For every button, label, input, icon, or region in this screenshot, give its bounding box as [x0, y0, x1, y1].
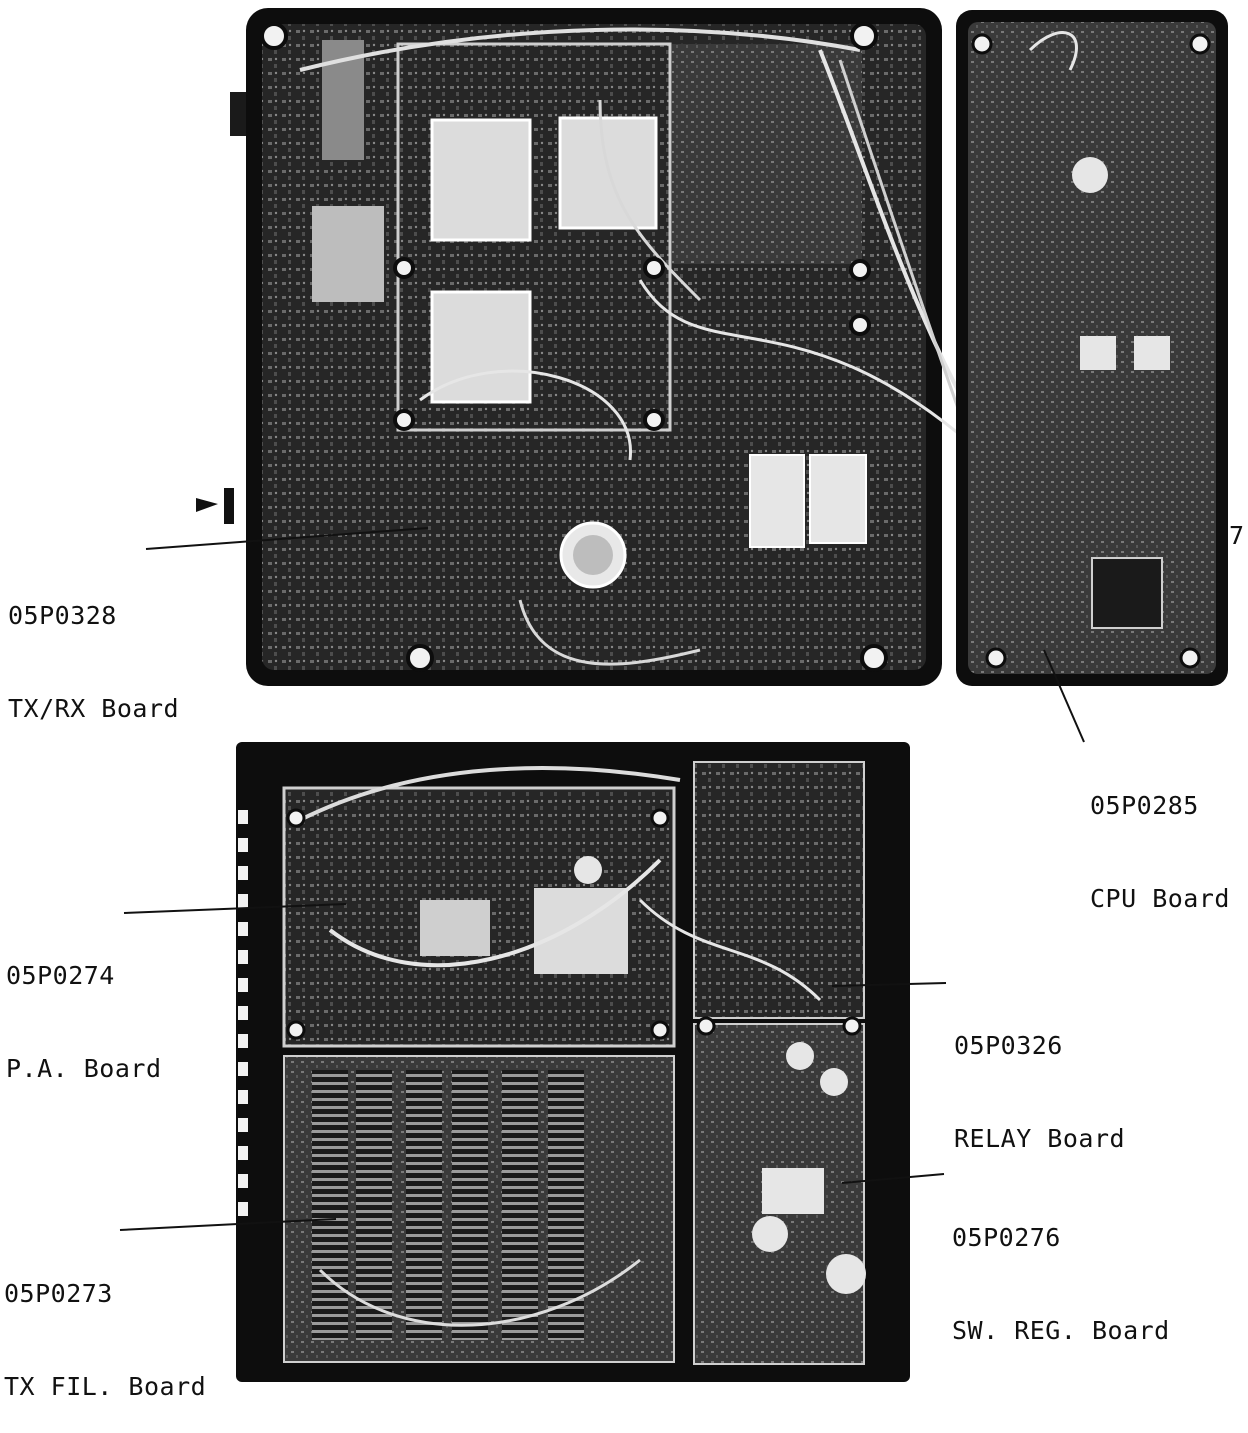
cpu-board-name: CPU Board [1090, 884, 1230, 913]
swreg-board-name: SW. REG. Board [952, 1316, 1170, 1345]
cpu-part-number: 05P0285 [1090, 791, 1199, 820]
cpu-board-panel [956, 10, 1228, 686]
swreg-part-number: 05P0276 [952, 1223, 1061, 1252]
cpu-leader [1043, 649, 1085, 743]
pa-chassis [236, 742, 910, 1382]
relay-part-number: 05P0326 [954, 1031, 1063, 1060]
edge-mark: 7 [1229, 521, 1245, 550]
txrx-board-label: 05P0328 TX/RX Board [8, 538, 179, 755]
pa-part-number: 05P0274 [6, 961, 115, 990]
relay-leader [831, 982, 947, 987]
txfil-leader [119, 1218, 337, 1231]
txrx-board-name: TX/RX Board [8, 694, 180, 723]
txfil-board-name: TX FIL. Board [4, 1372, 207, 1401]
txfil-board-label: 05P0273 TX FIL. Board [4, 1216, 206, 1433]
pa-board-label: 05P0274 P.A. Board [6, 898, 162, 1115]
swreg-leader [841, 1173, 945, 1184]
board-layout-diagram [119, 8, 1228, 1382]
swreg-board-label: 05P0276 SW. REG. Board [952, 1160, 1170, 1377]
relay-board-name: RELAY Board [954, 1124, 1126, 1153]
txfil-part-number: 05P0273 [4, 1279, 113, 1308]
txrx-part-number: 05P0328 [8, 601, 117, 630]
pa-board-name: P.A. Board [6, 1054, 162, 1083]
pa-leader [123, 903, 347, 914]
relay-board-label: 05P0326 RELAY Board [954, 968, 1125, 1185]
txrx-chassis [196, 8, 1042, 686]
txrx-leader [145, 527, 429, 550]
cpu-board-label: 05P0285 CPU Board [1090, 728, 1230, 945]
